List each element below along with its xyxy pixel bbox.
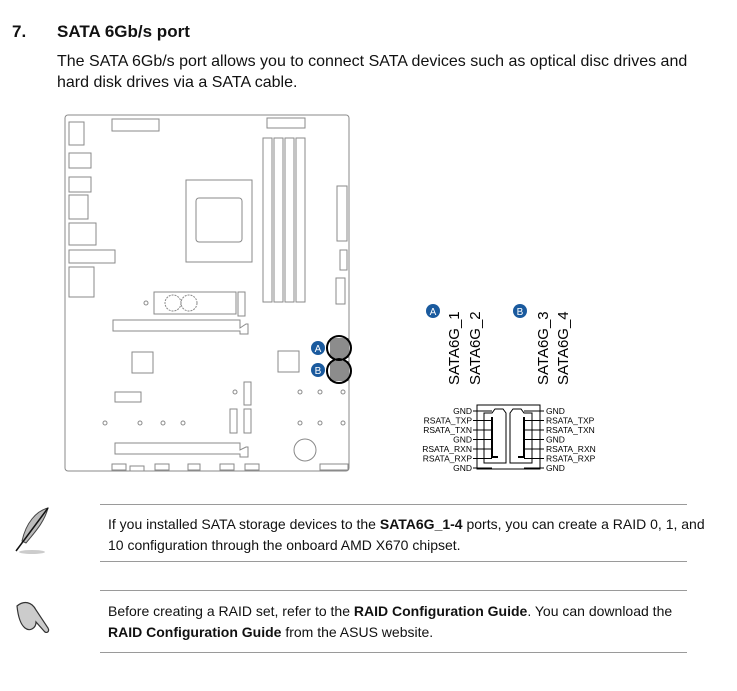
marker-b-icon <box>513 304 527 318</box>
pin-label-left: RSATA_RXN <box>422 444 472 454</box>
pin-label-right: RSATA_TXP <box>546 416 595 426</box>
pin-label-left: GND <box>453 463 472 473</box>
port-label: SATA6G_3 <box>535 311 552 385</box>
pin-label-left: GND <box>453 435 472 445</box>
pointing-hand-icon <box>16 601 50 634</box>
port-label: SATA6G_2 <box>467 311 484 385</box>
svg-text:B: B <box>315 366 322 377</box>
pin-label-right: GND <box>546 463 565 473</box>
pin-label-right: GND <box>546 406 565 416</box>
pin-label-right: RSATA_RXP <box>546 454 596 464</box>
port-label: SATA6G_4 <box>555 311 572 385</box>
raid-guide-note: Before creating a RAID set, refer to the… <box>108 603 673 640</box>
marker-a-icon <box>311 341 325 355</box>
pin-label-right: RSATA_RXN <box>546 444 596 454</box>
marker-b-icon <box>311 363 325 377</box>
svg-text:A: A <box>315 344 322 355</box>
pin-label-right: GND <box>546 435 565 445</box>
section-title: SATA 6Gb/s port <box>57 22 190 41</box>
pin-label-left: RSATA_RXP <box>423 454 473 464</box>
pin-label-left: RSATA_TXN <box>423 425 472 435</box>
port-label: SATA6G_1 <box>446 311 463 385</box>
sata-pinout-diagram: A B SATA6G_1 SATA6G_2 SATA6G_3 SATA6G_4 … <box>422 304 596 473</box>
sata-port-a <box>330 338 349 358</box>
quill-pen-icon <box>15 507 49 554</box>
svg-text:B: B <box>517 307 524 318</box>
motherboard-layout-diagram: A B <box>64 114 352 472</box>
pin-label-left: GND <box>453 406 472 416</box>
svg-text:A: A <box>430 307 437 318</box>
raid-note: If you installed SATA storage devices to… <box>108 516 705 553</box>
section-description: The SATA 6Gb/s port allows you to connec… <box>57 53 688 91</box>
pin-label-right: RSATA_TXN <box>546 425 595 435</box>
pin-label-left: RSATA_TXP <box>424 416 473 426</box>
marker-a-icon <box>426 304 440 318</box>
sata-port-b <box>330 361 349 381</box>
section-number: 7. <box>12 22 27 41</box>
